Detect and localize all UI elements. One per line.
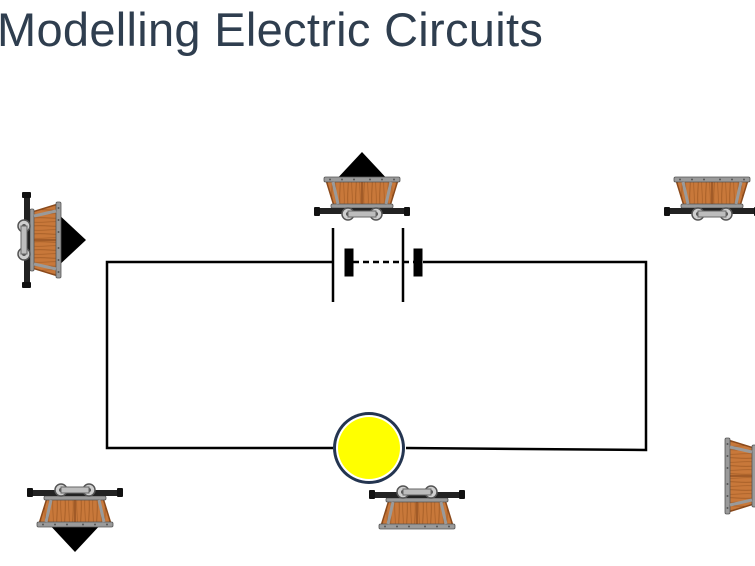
cart-bottom-center [367,484,467,531]
cart-right [723,426,755,526]
slide-title: Modelling Electric Circuits [0,3,544,56]
cell-symbol [331,228,423,302]
cell-plate-short-right [413,248,423,277]
cell-plate-short-left [344,248,354,277]
wire-left [105,260,333,450]
wire-right [405,260,648,452]
bulb-symbol [333,412,405,484]
circuit-wires [105,260,648,452]
cart-top-center [312,152,412,222]
cart-bottom-left [25,482,125,552]
cart-top-right [662,175,755,222]
cart-left [16,190,86,290]
